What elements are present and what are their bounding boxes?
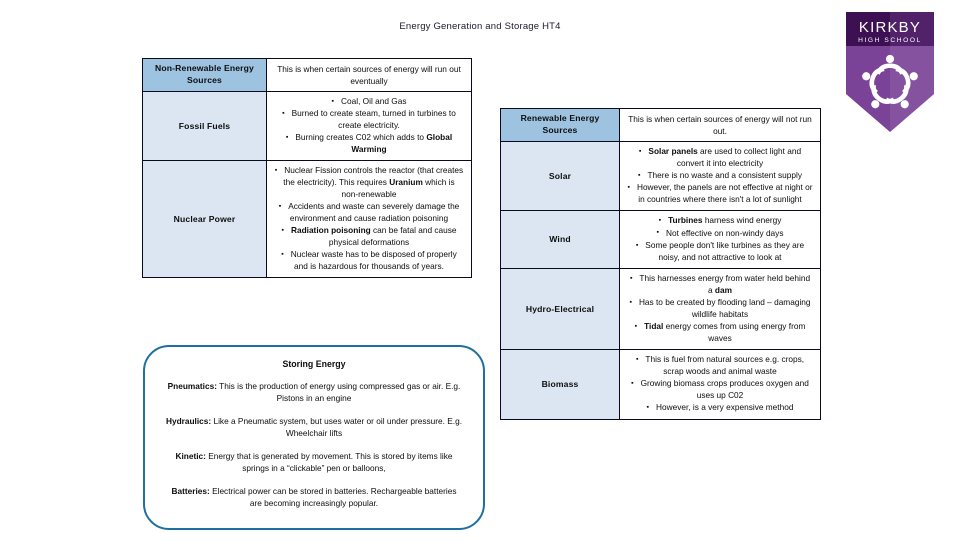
table-row: Wind ▪Turbines harness wind energy▪Not e…: [500, 210, 821, 270]
page-title: Energy Generation and Storage HT4: [399, 21, 561, 32]
bullet-item: ▪Coal, Oil and Gas: [331, 96, 407, 107]
renewable-energy-table: Renewable Energy Sources This is when ce…: [500, 107, 821, 420]
bullet-icon: ▪: [656, 229, 660, 237]
table-row: Solar ▪Solar panels are used to collect …: [500, 141, 821, 212]
table-row: Non-Renewable Energy Sources This is whe…: [142, 57, 472, 93]
bullet-icon: ▪: [629, 274, 633, 282]
bullet-icon: ▪: [278, 202, 282, 210]
bullet-icon: ▪: [635, 241, 639, 249]
bullet-item: ▪Nuclear waste has to be disposed of pro…: [281, 249, 457, 272]
storing-energy-term: Batteries:: [171, 486, 210, 497]
kirkby-high-school-logo: KIRKBY HIGH SCHOOL: [842, 8, 938, 136]
bullet-emphasis: dam: [714, 284, 732, 295]
table-row: Biomass ▪This is fuel from natural sourc…: [500, 349, 821, 420]
bullet-item: ▪Solar panels are used to collect light …: [638, 146, 802, 168]
row-content-wind: ▪Turbines harness wind energy▪Not effect…: [619, 210, 821, 270]
bullet-emphasis: Radiation poisoning: [290, 225, 371, 236]
renewable-header-definition: This is when certain sources of energy w…: [619, 107, 821, 143]
row-label-solar: Solar: [500, 141, 620, 212]
bullet-item: ▪Tidal energy comes from using energy fr…: [634, 321, 806, 343]
bullet-item: ▪Radiation poisoning can be fatal and ca…: [281, 225, 457, 248]
bullet-icon: ▪: [274, 166, 278, 174]
bullet-emphasis: Tidal: [644, 321, 664, 332]
bullet-icon: ▪: [635, 355, 639, 363]
logo-line2: HIGH SCHOOL: [858, 37, 922, 44]
bullet-icon: ▪: [629, 298, 632, 306]
storing-energy-entry: Pneumatics: This is the production of en…: [167, 381, 461, 404]
table-row: Nuclear Power ▪Nuclear Fission controls …: [142, 160, 472, 279]
storing-energy-term: Kinetic:: [175, 451, 206, 462]
bullet-emphasis: Turbines: [668, 215, 703, 226]
bullet-icon: ▪: [646, 403, 650, 411]
bullet-icon: ▪: [281, 226, 284, 234]
bullet-list: ▪Nuclear Fission controls the reactor (t…: [272, 165, 466, 273]
storing-energy-entries: Pneumatics: This is the production of en…: [161, 380, 467, 509]
row-label-hydro-electrical: Hydro-Electrical: [500, 268, 620, 351]
bullet-item: ▪Not effective on non-windy days: [656, 227, 784, 238]
bullet-icon: ▪: [634, 322, 638, 330]
bullet-item: ▪However, is a very expensive method: [646, 402, 794, 413]
storing-energy-entry: Kinetic: Energy that is generated by mov…: [175, 451, 453, 474]
logo-star-people-icon: [862, 54, 918, 109]
bullet-icon: ▪: [281, 250, 284, 258]
bullet-list: ▪Coal, Oil and Gas▪Burned to create stea…: [272, 96, 466, 156]
storing-energy-term: Hydraulics:: [165, 416, 212, 427]
bullet-item: ▪This is fuel from natural sources e.g. …: [635, 354, 805, 377]
bullet-icon: ▪: [631, 379, 634, 387]
non-renewable-header-definition: This is when certain sources of energy w…: [266, 57, 472, 93]
non-renewable-header-label: Non-Renewable Energy Sources: [142, 57, 267, 93]
bullet-icon: ▪: [658, 216, 662, 224]
row-content-nuclear-power: ▪Nuclear Fission controls the reactor (t…: [266, 160, 472, 279]
row-label-biomass: Biomass: [500, 349, 620, 420]
bullet-item: ▪Burning creates C02 which adds to Globa…: [285, 132, 453, 155]
row-content-hydro-electrical: ▪This harnesses energy from water held b…: [619, 268, 821, 351]
bullet-item: ▪Has to be created by flooding land – da…: [629, 297, 811, 319]
logo-shield-icon: KIRKBY HIGH SCHOOL: [846, 12, 934, 132]
bullet-item: ▪Some people don't like turbines as they…: [635, 240, 805, 262]
non-renewable-energy-table: Non-Renewable Energy Sources This is whe…: [142, 57, 472, 279]
bullet-item: ▪Burned to create steam, turned in turbi…: [282, 108, 456, 131]
bullet-icon: ▪: [282, 109, 285, 117]
bullet-item: ▪Accidents and waste can severely damage…: [278, 201, 460, 224]
bullet-icon: ▪: [638, 147, 642, 155]
bullet-item: ▪Turbines harness wind energy: [658, 215, 782, 226]
bullet-list: ▪This harnesses energy from water held b…: [625, 273, 815, 345]
storing-energy-box: Storing Energy Pneumatics: This is the p…: [143, 345, 485, 530]
row-content-biomass: ▪This is fuel from natural sources e.g. …: [619, 349, 821, 420]
table-row: Hydro-Electrical ▪This harnesses energy …: [500, 268, 821, 351]
bullet-item: ▪Growing biomass crops produces oxygen a…: [631, 378, 809, 401]
storing-energy-entry: Batteries: Electrical power can be store…: [171, 486, 457, 509]
bullet-icon: ▪: [331, 97, 334, 105]
row-label-wind: Wind: [500, 210, 620, 270]
bullet-emphasis: Solar panels: [648, 146, 698, 157]
storing-energy-term: Pneumatics:: [167, 381, 217, 391]
renewable-header-label: Renewable Energy Sources: [500, 107, 620, 143]
bullet-item: ▪There is no waste and a consistent supp…: [638, 170, 802, 181]
bullet-icon: ▪: [285, 133, 289, 141]
bullet-item: ▪This harnesses energy from water held b…: [629, 273, 811, 295]
bullet-item: ▪Nuclear Fission controls the reactor (t…: [274, 165, 464, 199]
row-content-fossil-fuels: ▪Coal, Oil and Gas▪Burned to create stea…: [266, 91, 472, 162]
row-content-solar: ▪Solar panels are used to collect light …: [619, 141, 821, 212]
bullet-icon: ▪: [638, 171, 641, 179]
logo-line1: KIRKBY: [859, 19, 921, 36]
bullet-item: ▪However, the panels are not effective a…: [627, 182, 813, 205]
bullet-list: ▪Turbines harness wind energy▪Not effect…: [625, 215, 815, 263]
storing-energy-title: Storing Energy: [282, 359, 346, 369]
bullet-emphasis: Global Warming: [351, 132, 453, 155]
table-row: Fossil Fuels ▪Coal, Oil and Gas▪Burned t…: [142, 91, 472, 162]
row-label-nuclear-power: Nuclear Power: [142, 160, 267, 279]
bullet-emphasis: Uranium: [389, 177, 423, 188]
table-row: Renewable Energy Sources This is when ce…: [500, 107, 821, 143]
storing-energy-entry: Hydraulics: Like a Pneumatic system, but…: [165, 416, 463, 439]
bullet-icon: ▪: [627, 183, 630, 191]
bullet-list: ▪Solar panels are used to collect light …: [625, 146, 815, 206]
row-label-fossil-fuels: Fossil Fuels: [142, 91, 267, 162]
bullet-list: ▪This is fuel from natural sources e.g. …: [625, 354, 815, 414]
